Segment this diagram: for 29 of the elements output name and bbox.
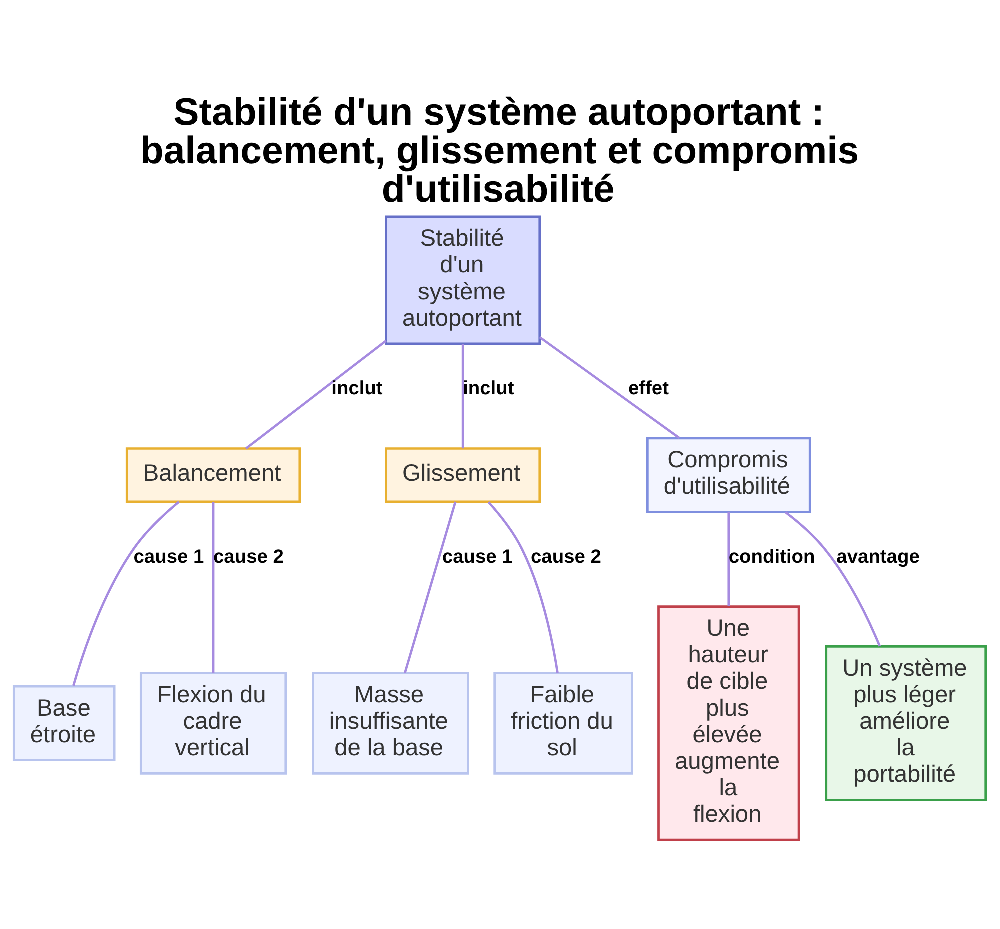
node-box: Masse insuffisante de la base xyxy=(312,672,470,774)
node-box: Une hauteur de cible plus élevée augmente la flexion xyxy=(658,605,800,841)
edge-label: condition xyxy=(728,546,816,568)
connector xyxy=(462,344,464,448)
edge-label: inclut xyxy=(463,378,514,400)
edge-label: cause 1 xyxy=(134,546,204,568)
node-box: Faible friction du sol xyxy=(494,672,634,774)
node-box: Flexion du cadre vertical xyxy=(140,672,288,774)
node-box: Glissement xyxy=(385,447,542,503)
connector xyxy=(212,502,215,673)
edge-label: cause 1 xyxy=(442,546,513,568)
edge-label: effet xyxy=(628,378,669,400)
diagram-title: Stabilité d'un système autoportant : balancement, glissement et compromis d'utilisabilité xyxy=(140,90,860,210)
connector xyxy=(404,501,457,674)
node-box: Stabilité d'un système autoportant xyxy=(385,215,542,345)
connector xyxy=(245,340,387,450)
edge-label: cause 2 xyxy=(214,546,284,568)
edge-label: cause 2 xyxy=(531,546,602,568)
connector xyxy=(72,500,180,686)
connector xyxy=(539,336,680,439)
connector xyxy=(728,512,730,606)
node-box: Base étroite xyxy=(12,684,116,762)
connector xyxy=(784,511,882,646)
connector xyxy=(488,500,559,673)
node-box: Balancement xyxy=(126,447,302,503)
edge-label: avantage xyxy=(836,546,920,568)
edge-label: inclut xyxy=(332,378,383,400)
node-box: Un système plus léger améliore la portabilité xyxy=(825,644,988,801)
node-box: Compromis d'utilisabilité xyxy=(646,436,812,513)
